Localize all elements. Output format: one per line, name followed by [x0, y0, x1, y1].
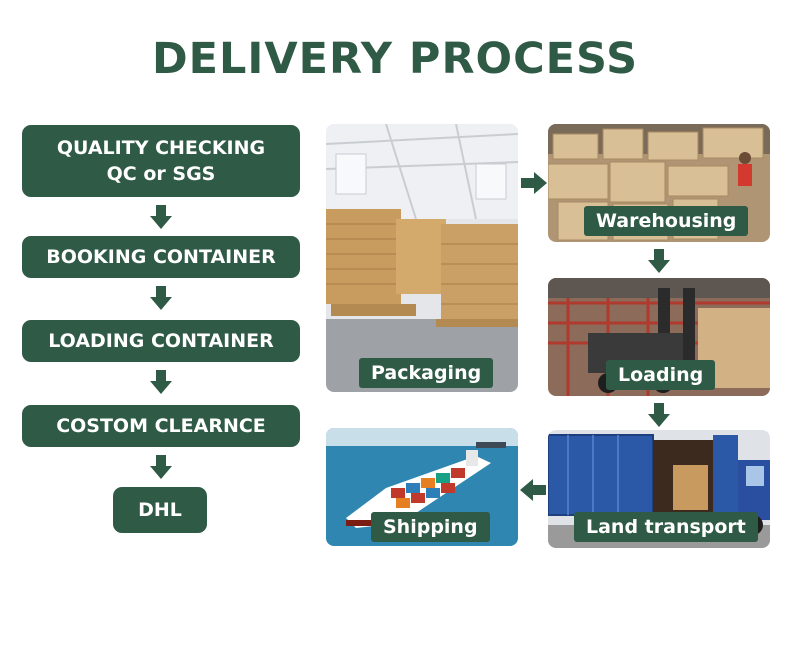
step-booking-container: BOOKING CONTAINER: [22, 236, 300, 278]
step-quality-checking: QUALITY CHECKING QC or SGS: [22, 125, 300, 197]
step-label: LOADING CONTAINER: [48, 330, 274, 352]
step-custom-clearance: COSTOM CLEARNCE: [22, 405, 300, 447]
step-dhl: DHL: [113, 487, 207, 533]
photo-land-transport: Land transport: [548, 430, 770, 548]
arrow-down-icon: [150, 286, 172, 310]
step-label: COSTOM CLEARNCE: [56, 415, 266, 437]
photo-label: Land transport: [574, 512, 758, 542]
arrow-down-icon: [150, 205, 172, 229]
photo-label: Warehousing: [584, 206, 749, 236]
step-label: BOOKING CONTAINER: [46, 246, 276, 268]
page-title: DELIVERY PROCESS: [151, 34, 639, 84]
arrow-right-icon: [521, 172, 547, 194]
photo-label: Shipping: [371, 512, 490, 542]
photo-shipping: Shipping: [326, 428, 518, 546]
step-loading-container: LOADING CONTAINER: [22, 320, 300, 362]
arrow-left-icon: [520, 479, 546, 501]
arrow-down-icon: [648, 403, 670, 427]
step-label: DHL: [138, 499, 182, 521]
arrow-down-icon: [150, 455, 172, 479]
photo-label: Loading: [606, 360, 716, 390]
photo-warehousing: Warehousing: [548, 124, 770, 242]
photo-packaging: Packaging: [326, 124, 518, 392]
photo-label: Packaging: [359, 358, 494, 388]
step-label: QUALITY CHECKING: [56, 137, 266, 159]
photo-loading: Loading: [548, 278, 770, 396]
step-sublabel: QC or SGS: [106, 163, 216, 185]
arrow-down-icon: [150, 370, 172, 394]
arrow-down-icon: [648, 249, 670, 273]
